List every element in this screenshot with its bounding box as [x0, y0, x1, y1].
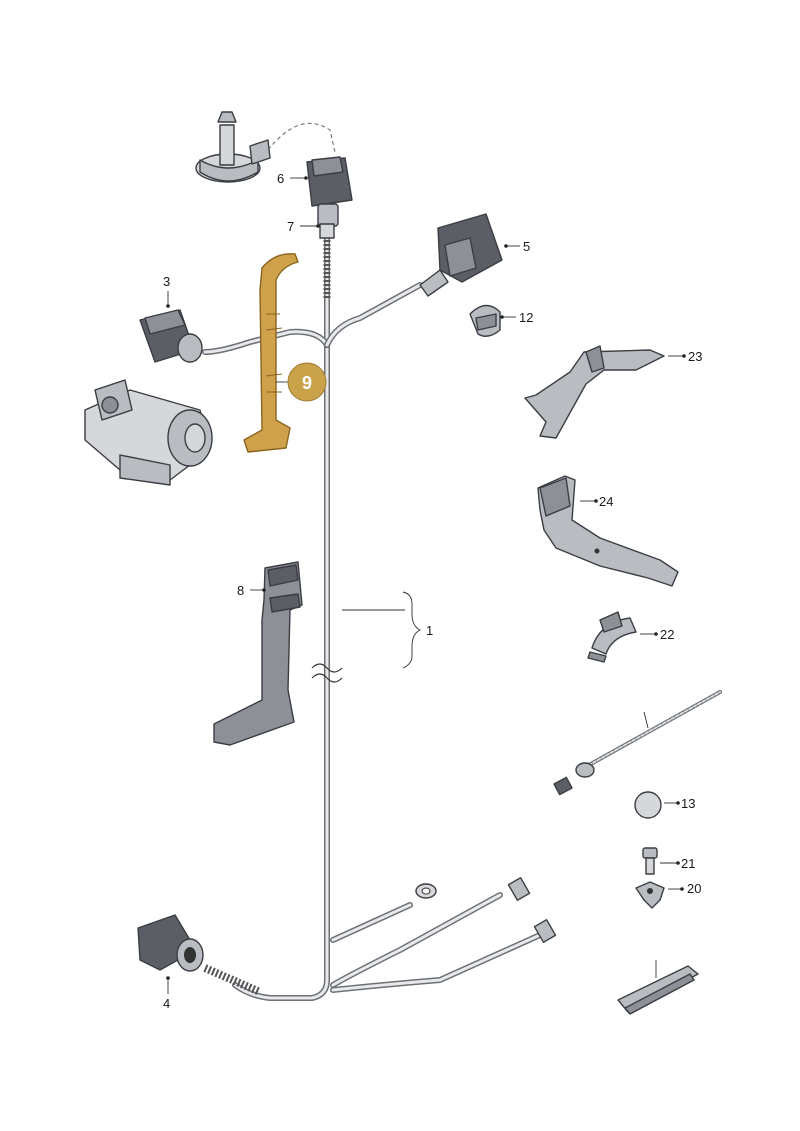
callout-7: 7	[287, 219, 320, 234]
clip-12	[469, 304, 501, 337]
connector-3	[139, 309, 203, 363]
label-4: 4	[163, 996, 170, 1011]
callout-12: 12	[500, 310, 533, 325]
connector-7-sleeve	[319, 223, 335, 239]
label-6: 6	[277, 171, 284, 186]
callout-13: 13	[664, 796, 695, 811]
callout-4: 4	[163, 976, 170, 1011]
label-21: 21	[681, 856, 695, 871]
label-5: 5	[523, 239, 530, 254]
label-20: 20	[687, 881, 701, 896]
connector-4	[137, 914, 204, 972]
callout-9-badge: 9	[276, 362, 327, 402]
bracket-9-highlighted	[243, 253, 299, 453]
clip-22	[587, 611, 637, 663]
label-1: 1	[426, 623, 433, 638]
label-13: 13	[681, 796, 695, 811]
label-22: 22	[660, 627, 674, 642]
callout-5: 5	[504, 239, 530, 254]
bracket-8	[213, 561, 303, 746]
plug-13	[634, 791, 662, 819]
callout-22: 22	[640, 627, 674, 642]
label-12: 12	[519, 310, 533, 325]
callout-3: 3	[163, 274, 170, 308]
connector-6	[306, 156, 353, 227]
callout-24: 24	[580, 494, 613, 509]
bracket-bottom-right	[617, 960, 699, 1015]
label-9: 9	[302, 373, 312, 393]
label-3: 3	[163, 274, 170, 289]
callout-6: 6	[277, 171, 308, 186]
connector-5	[419, 213, 503, 297]
nut-20	[635, 881, 665, 909]
cable-tie	[553, 690, 722, 796]
harness-main	[202, 232, 557, 1001]
bracket-24	[537, 475, 679, 587]
actuator-motor	[84, 379, 213, 486]
label-7: 7	[287, 219, 294, 234]
bracket-23	[524, 345, 665, 439]
callout-21: 21	[660, 856, 695, 871]
sensor-top	[195, 111, 336, 183]
callout-8: 8	[237, 583, 266, 598]
bolt-21	[642, 847, 658, 875]
label-8: 8	[237, 583, 244, 598]
callout-20: 20	[668, 881, 701, 896]
callout-1: 1	[342, 591, 433, 669]
callout-23: 23	[668, 349, 702, 364]
highlight-badge-9	[287, 362, 327, 402]
label-23: 23	[688, 349, 702, 364]
label-24: 24	[599, 494, 613, 509]
